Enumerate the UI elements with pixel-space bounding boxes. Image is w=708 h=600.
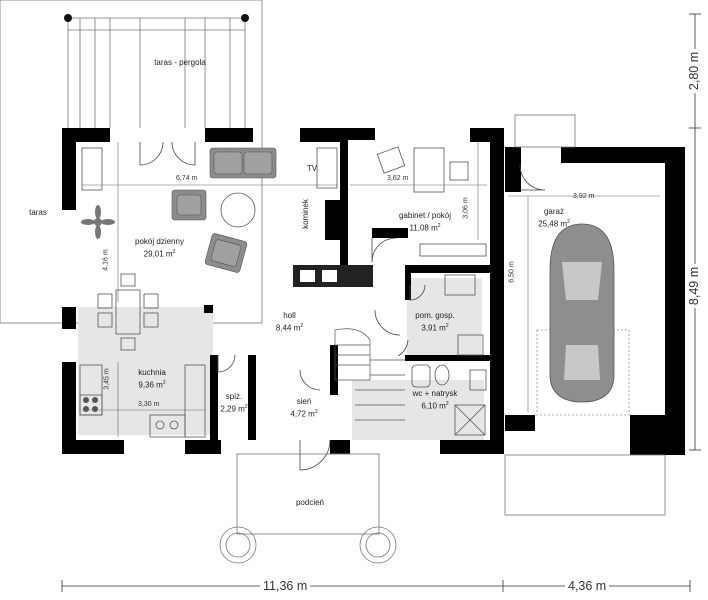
outer-dim-terrace-depth: 2,80 m [687,48,702,94]
room-area: 6,10 m [421,401,446,411]
dimension-lines [82,142,660,437]
room-area: 11,08 m [409,223,438,233]
room-area: 9,36 m [138,380,163,390]
plant [81,205,115,239]
outer-dim-garage-width: 4,36 m [565,579,610,593]
room-label-garaz: garaż 25,48 m2 [524,207,584,230]
dim-label: 3,30 m [138,401,160,408]
room-area: 4,72 m [290,409,315,419]
room-name: sień [296,397,312,406]
sideboard [81,147,103,191]
room-area: 25,48 m [538,219,568,229]
tiled-floor [78,278,484,440]
walls [62,128,685,455]
area-unit: 2 [437,223,441,229]
area-unit: 2 [172,249,176,255]
room-label-spiz: spiż. 2,29 m2 [215,392,253,415]
kitchen-counter [79,364,206,438]
room-name: gabinet / pokój [398,211,452,220]
room-name: taras - pergola [154,58,206,67]
area-unit: 2 [567,219,570,225]
dim-label: 3,62 m [387,175,409,182]
dim-label: 3,45 m [103,368,111,390]
room-area: 8,44 m [275,323,301,333]
chimney-block [293,265,373,287]
room-label-taras: taras [18,208,58,218]
area-unit: 2 [300,323,304,329]
tv-label: TV [306,164,318,173]
room-area: 3,91 m [421,323,446,333]
area-unit: 2 [162,380,166,386]
armchair [171,189,248,273]
room-label-gabinet: gabinet / pokój 11,08 m2 [385,211,465,234]
room-area: 29,01 m [143,249,173,259]
dining-table [97,273,159,351]
dim-label: 6,74 m [176,175,198,182]
dim-label: 6,50 m [508,261,516,283]
room-area: 2,29 m [220,404,245,414]
room-label-holl: holl 8,44 m2 [262,311,317,334]
coffee-table [220,192,256,228]
pergola-post [241,14,249,22]
tv-cabinet [316,147,338,189]
room-name: spiż. [225,392,243,401]
study-furniture [376,146,487,257]
area-unit: 2 [445,323,449,329]
area-unit: 2 [244,404,248,410]
stairs [334,328,405,421]
kominek-label: kominek [301,199,310,229]
room-name: pokój dzienny [135,237,184,246]
sofa [209,147,277,179]
room-label-taras-pergola: taras - pergola [140,58,220,68]
room-name: kuchnia [138,368,166,377]
room-name: wc + natrysk [412,389,458,398]
porch [219,114,666,564]
room-name: podcień [295,498,325,507]
room-name: garaż [543,207,564,216]
bathroom-fixtures [411,274,487,436]
room-label-pom-gosp: pom. gosp. 3,91 m2 [400,311,470,334]
room-name: pom. gosp. [415,311,455,320]
room-name: taras [29,208,47,217]
area-unit: 2 [314,409,318,415]
dim-label: 3,06 m [462,197,470,219]
room-label-sien: sień 4,72 m2 [282,397,326,420]
dim-label: 3,92 m [573,193,595,200]
room-label-pokoj-dzienny: pokój dzienny 29,01 m2 [122,237,197,260]
room-name: holl [283,311,296,320]
outer-dim-total-depth: 8,49 m [687,263,702,309]
outer-dim-total-width: 11,36 m [260,579,311,593]
stove [83,397,98,412]
room-label-podcien: podcień [285,498,335,508]
car-icon [536,223,630,416]
doors [139,141,546,471]
room-label-kuchnia: kuchnia 9,36 m2 [122,368,182,391]
pergola-post [64,14,72,22]
dim-label: 4,16 m [102,249,110,271]
area-unit: 2 [445,401,449,407]
room-label-wc: wc + natrysk 6,10 m2 [400,389,470,412]
